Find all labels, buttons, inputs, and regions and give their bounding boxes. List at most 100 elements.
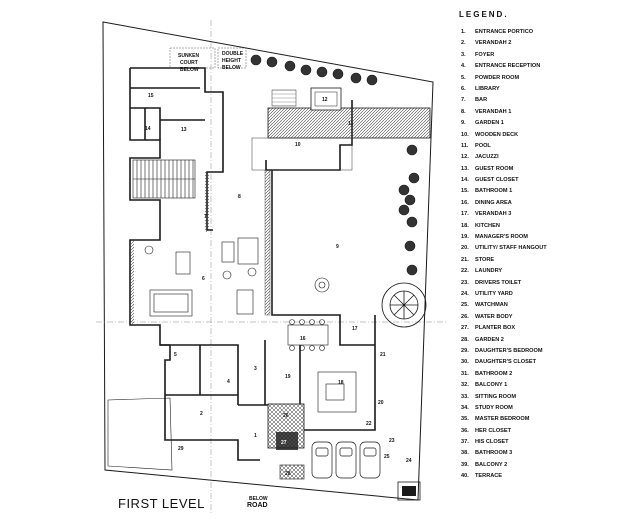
legend-item-number: 28. <box>461 336 469 343</box>
room-26: 26 <box>283 413 289 419</box>
legend-item-label: DINING AREA <box>475 199 512 206</box>
legend-item-label: HIS CLOSET <box>475 439 509 446</box>
legend-item-number: 21. <box>461 256 469 263</box>
legend-item-number: 18. <box>461 222 469 229</box>
legend-item-label: GARDEN 1 <box>475 120 504 127</box>
legend-item: 28. GARDEN 2 <box>453 335 638 346</box>
room-6: 6 <box>202 276 205 282</box>
legend-item-label: BALCONY 1 <box>475 382 508 389</box>
legend-item: 22.LAUNDRY <box>453 266 638 277</box>
legend-item-label: HER CLOSET <box>475 427 512 434</box>
legend-item-number: 27. <box>461 325 469 332</box>
room-17: 17 <box>352 326 358 332</box>
legend-item-label: GARDEN 2 <box>475 336 504 343</box>
legend-item: 12.JACUZZI <box>453 152 638 163</box>
legend-item-number: 24. <box>461 290 469 297</box>
room-18: 18 <box>338 380 344 386</box>
room-27: 27 <box>281 440 287 446</box>
legend-item-label: GUEST ROOM <box>475 165 514 172</box>
legend-item-label: BATHROOM 1 <box>475 188 513 195</box>
legend-item: 33.SITTING ROOM <box>453 392 638 403</box>
terrace-outline <box>107 397 173 471</box>
pool <box>267 107 431 139</box>
room-24: 24 <box>406 458 412 464</box>
legend-item: 39.BALCONY 2 <box>453 460 638 471</box>
legend-item: 15. BATHROOM 1 <box>453 186 638 197</box>
room-8: 8 <box>238 194 241 200</box>
legend-item: 21.STORE <box>453 255 638 266</box>
legend-item-label: GUEST CLOSET <box>475 177 519 184</box>
tree-icon <box>350 72 362 84</box>
legend-item-label: POWDER ROOM <box>475 74 520 81</box>
legend-item: 23. DRIVERS TOILET <box>453 278 638 289</box>
legend-item: 14.GUEST CLOSET <box>453 175 638 186</box>
legend-item-label: VERANDAH 1 <box>475 108 512 115</box>
room-16: 16 <box>300 336 306 342</box>
legend-item-label: UTILITY/ STAFF HANGOUT <box>475 245 547 252</box>
tree-icon <box>406 264 418 276</box>
legend-item: 31. BATHROOM 2 <box>453 369 638 380</box>
legend-item-label: STUDY ROOM <box>475 404 513 411</box>
legend-item: 3.FOYER <box>453 50 638 61</box>
tree-icon <box>404 194 416 206</box>
tree-icon <box>408 172 420 184</box>
tree-icon <box>406 144 418 156</box>
library-furniture <box>144 237 259 317</box>
room-14: 14 <box>145 126 151 132</box>
legend-item-number: 19. <box>461 234 469 241</box>
legend-item-label: MANAGER'S ROOM <box>475 234 528 241</box>
tree-icon <box>266 56 278 68</box>
room-5: 5 <box>174 352 177 358</box>
room-28: 28 <box>285 471 291 477</box>
legend-item-label: TERRACE <box>475 473 503 480</box>
legend-item-number: 9. <box>461 120 466 127</box>
legend-item-number: 32. <box>461 382 469 389</box>
legend-item: 7.BAR <box>453 95 638 106</box>
sunken-court-label-2: COURT <box>180 60 198 66</box>
room-11: 11 <box>348 121 354 127</box>
legend-item: 38.BATHROOM 3 <box>453 448 638 459</box>
legend-item-number: 31. <box>461 370 469 377</box>
room-3: 3 <box>254 366 257 372</box>
room-19: 19 <box>285 374 291 380</box>
tree-icon <box>404 240 416 252</box>
road-label-2: ROAD <box>247 502 268 509</box>
legend-item-number: 23. <box>461 279 469 286</box>
planter-box <box>276 432 298 450</box>
legend-item-number: 10. <box>461 131 469 138</box>
legend-item-number: 8. <box>461 108 466 115</box>
legend-item-label: SITTING ROOM <box>475 393 517 400</box>
legend-item-number: 29. <box>461 347 469 354</box>
legend-item-number: 15. <box>461 188 469 195</box>
room-7: 7 <box>204 214 207 220</box>
legend-item-number: 22. <box>461 268 469 275</box>
legend-item: 37.HIS CLOSET <box>453 437 638 448</box>
room-15: 15 <box>148 93 154 99</box>
room-22: 22 <box>366 421 372 427</box>
legend-item: 20.UTILITY/ STAFF HANGOUT <box>453 243 638 254</box>
legend-item-number: 39. <box>461 461 469 468</box>
trees <box>250 54 420 276</box>
cars <box>311 441 381 479</box>
legend-item-label: BATHROOM 2 <box>475 370 513 377</box>
legend-item-label: VERANDAH 2 <box>475 40 512 47</box>
double-height-label-1: DOUBLE <box>222 51 244 57</box>
legend-item-number: 5. <box>461 74 466 81</box>
legend-item-number: 17. <box>461 211 469 218</box>
legend-item-label: DRIVERS TOILET <box>475 279 522 286</box>
legend-item-number: 11. <box>461 142 469 149</box>
tree-icon <box>300 64 312 76</box>
legend-item-label: FOYER <box>475 51 495 58</box>
legend-item: 10.WOODEN DECK <box>453 130 638 141</box>
tree-icon <box>406 216 418 228</box>
legend-item-label: DAUGHTER'S CLOSET <box>475 359 536 366</box>
legend-item: 4.ENTRANCE RECEPTION <box>453 61 638 72</box>
legend-item-number: 26. <box>461 313 469 320</box>
legend-item: 40.TERRACE <box>453 471 638 482</box>
room-25: 25 <box>384 454 390 460</box>
large-tree-icon <box>381 282 427 328</box>
legend-item-label: BATHROOM 3 <box>475 450 513 457</box>
double-height-label-3: BELOW <box>222 65 241 71</box>
